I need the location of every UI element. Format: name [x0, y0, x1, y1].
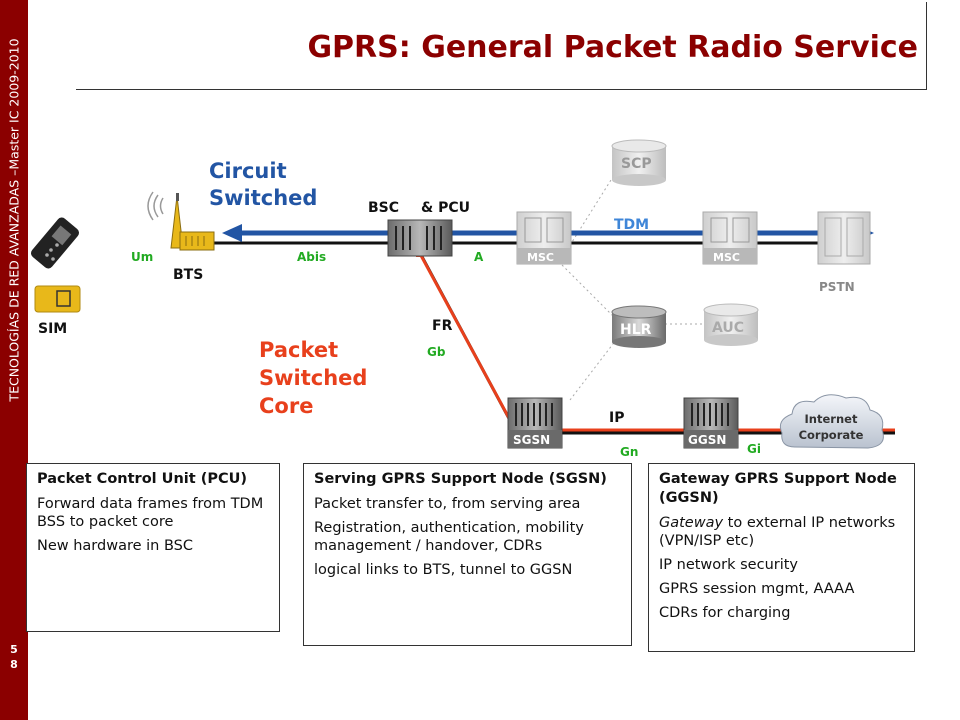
packet-switched-label: Core [259, 394, 313, 418]
gn-interface-label: Gn [620, 445, 638, 459]
sgsn-box-line: Registration, authentication, mobility m… [314, 520, 584, 554]
page-number: 5 8 [0, 642, 28, 672]
bsc-icon [387, 219, 453, 257]
auc-label: AUC [712, 320, 744, 336]
hlr-database-icon [611, 305, 667, 348]
msc-icon [516, 211, 572, 265]
sgsn-box-title: Serving GPRS Support Node (SGSN) [314, 471, 607, 487]
sgsn-box-line: Packet transfer to, from serving area [314, 496, 581, 512]
gb-interface-label: Gb [427, 345, 446, 359]
pstn-switch-icon [817, 211, 871, 265]
ggsn-description-box: Gateway GPRS Support Node (GGSN) Gateway… [648, 463, 915, 652]
pcu-box-line: Forward data frames from TDM BSS to pack… [37, 496, 264, 530]
scp-label: SCP [621, 156, 652, 172]
pstn-label: PSTN [819, 280, 855, 294]
link-sgsn-hlr [569, 339, 617, 401]
packet-switched-label: Switched [259, 366, 367, 390]
pcu-box-line: New hardware in BSC [37, 538, 193, 554]
cloud-label: Internet [805, 412, 858, 426]
internet-cloud-icon [779, 394, 884, 449]
title-rule-vertical [926, 2, 927, 90]
bts-label: BTS [173, 267, 203, 283]
link-msc-hlr [561, 264, 616, 319]
packet-path-gb [416, 249, 512, 421]
sidebar: TECNOLOGÍAS DE RED AVANZADAS –Master IC … [0, 0, 28, 720]
sgsn-icon [507, 397, 563, 449]
sgsn-box-line: logical links to BTS, tunnel to GGSN [314, 562, 573, 578]
pcu-box-title: Packet Control Unit (PCU) [37, 471, 248, 487]
msc-icon [702, 211, 758, 265]
msc-label: MSC [713, 251, 740, 264]
ggsn-box-line: GPRS session mgmt, AAAA [659, 581, 855, 597]
abis-interface-label: Abis [297, 250, 326, 264]
scp-database-icon [611, 139, 667, 186]
ggsn-gateway-emphasis: Gateway [659, 515, 724, 531]
ip-label: IP [609, 410, 624, 426]
mobile-phone-icon [31, 217, 79, 269]
a-interface-label: A [474, 250, 484, 264]
gi-interface-label: Gi [747, 442, 761, 456]
arrow-left-head [222, 224, 242, 242]
ggsn-box-line: CDRs for charging [659, 605, 791, 621]
ggsn-box-title: Gateway GPRS Support Node (GGSN) [659, 471, 897, 506]
circuit-switched-label: Circuit [209, 159, 287, 183]
tdm-label: TDM [614, 217, 649, 233]
hlr-label: HLR [620, 322, 652, 338]
um-interface-label: Um [131, 250, 153, 264]
auc-database-icon [703, 303, 759, 346]
ggsn-gateway-rest: to external IP networks (VPN/ISP etc) [659, 515, 896, 549]
page-digit: 5 [10, 643, 18, 656]
sgsn-description-box: Serving GPRS Support Node (SGSN) Packet … [303, 463, 632, 646]
ggsn-label: GGSN [688, 433, 726, 447]
sim-card-icon [34, 285, 81, 313]
msc-label: MSC [527, 251, 554, 264]
packet-switched-label: Packet [259, 338, 338, 362]
pcu-label: & PCU [421, 200, 470, 216]
ggsn-box-line: IP network security [659, 557, 799, 573]
sim-label: SIM [38, 321, 67, 337]
cloud-label: Corporate [799, 428, 864, 442]
ggsn-icon [683, 397, 739, 449]
page-digit: 8 [10, 658, 18, 671]
circuit-switched-label: Switched [209, 186, 317, 210]
pcu-description-box: Packet Control Unit (PCU) Forward data f… [26, 463, 280, 632]
bsc-label: BSC [368, 200, 399, 216]
title-rule-horizontal [76, 89, 927, 90]
sgsn-label: SGSN [513, 433, 550, 447]
fr-label: FR [432, 318, 453, 334]
page-title: GPRS: General Packet Radio Service [307, 30, 918, 65]
ggsn-box-line: Gateway to external IP networks (VPN/ISP… [659, 514, 904, 550]
bts-tower-icon [147, 191, 215, 251]
